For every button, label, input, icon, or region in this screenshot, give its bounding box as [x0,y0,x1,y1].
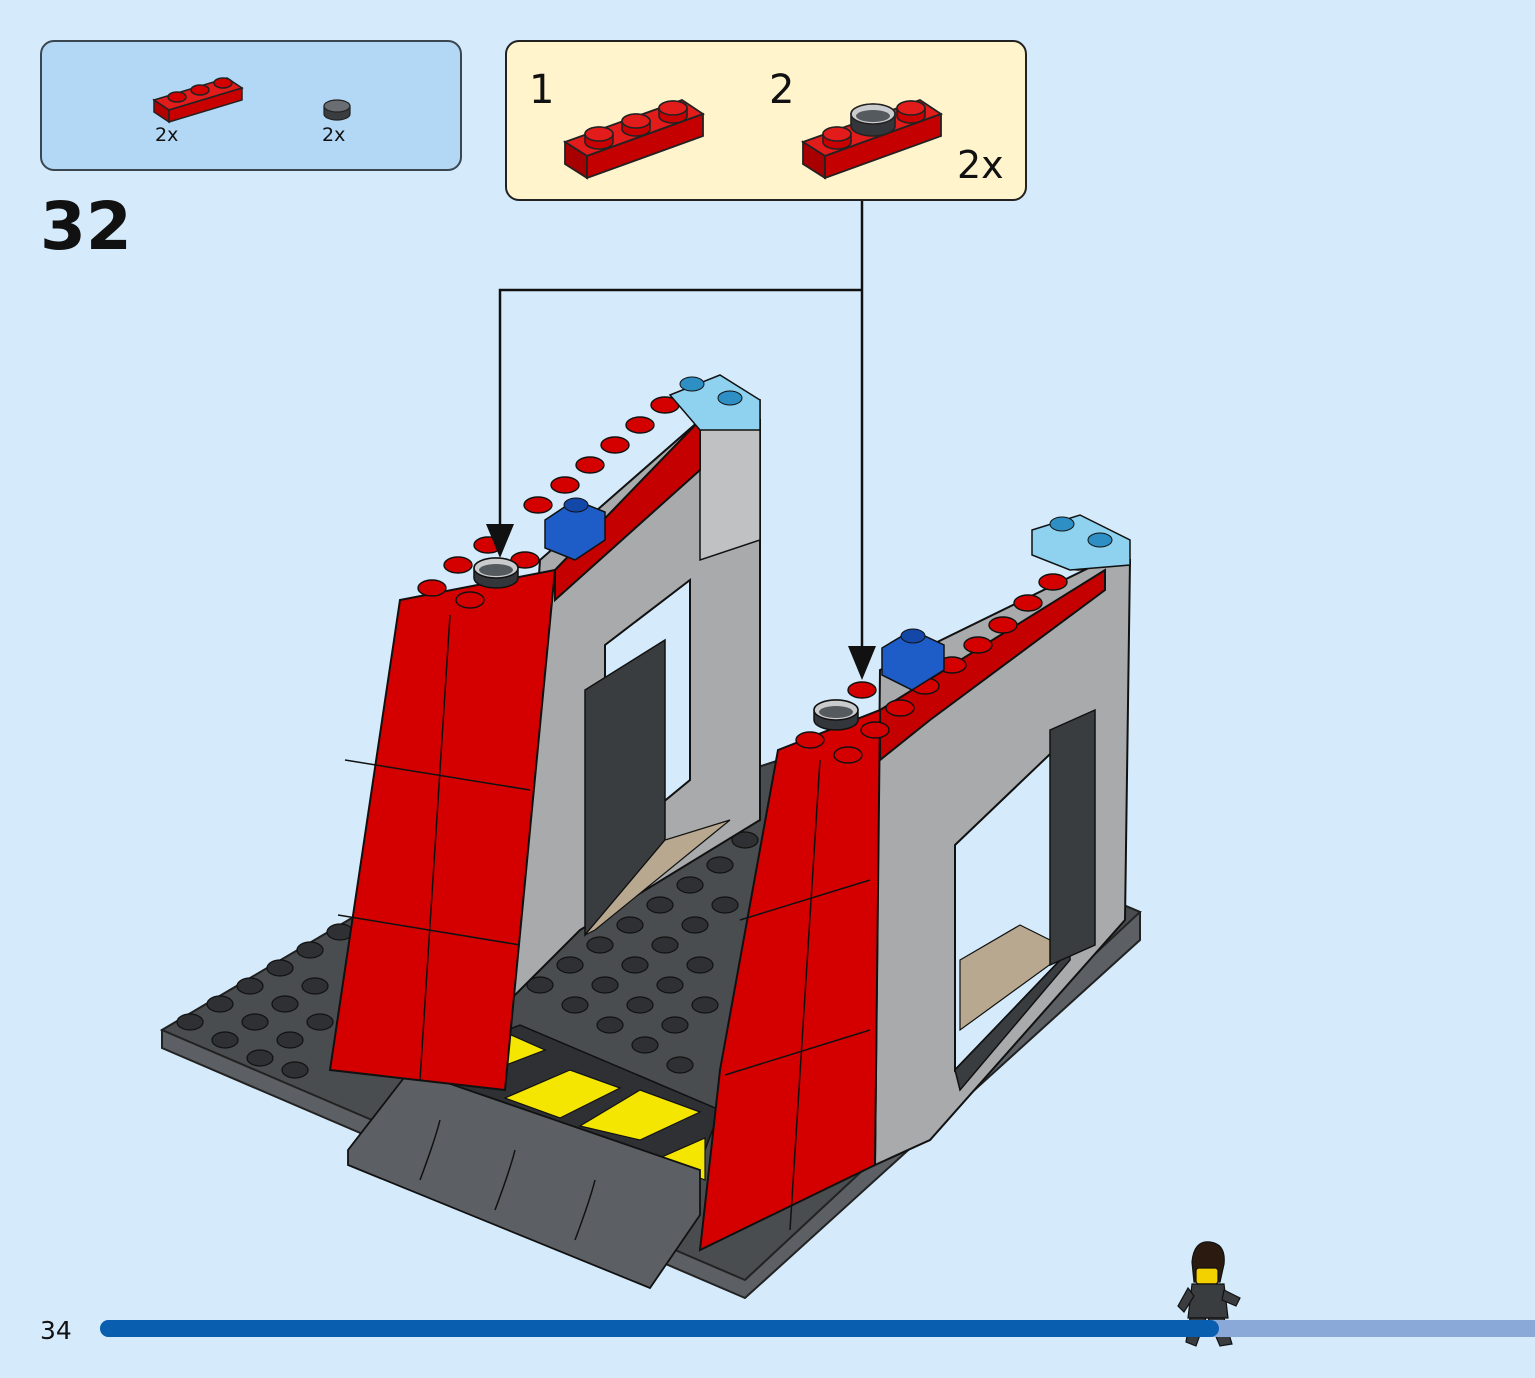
sub-assembly-multiplier: 2x [957,143,1004,187]
callout-lines [498,201,864,650]
parts-list-box: 2x 2x [40,40,462,171]
part-qty-round-tile: 2x [322,124,346,146]
sub-assembly-box: 1 2 2x [505,40,1027,201]
baseplate [159,758,1142,1300]
left-wall [328,374,761,1092]
hazard-ramp [347,1024,721,1290]
step-number: 32 [40,188,132,265]
sub-assembly-art [562,98,943,180]
page-number: 34 [40,1316,72,1345]
sub-step-1-number: 1 [529,67,555,113]
baseplate-studs [176,791,1004,1079]
sub-step-2-plate-icon [800,98,943,180]
progress-fill [100,1320,1220,1337]
parts-list-art [152,77,351,124]
red-plate-icon [152,77,244,124]
progress-bar [100,1320,1535,1337]
sub-step-2-number: 2 [769,67,795,113]
part-qty-red-plate: 2x [155,124,179,146]
round-tile-icon [323,99,351,121]
right-wall [698,514,1132,1252]
sub-step-1-plate-icon [562,98,705,180]
arrow-down-icon [486,524,876,680]
